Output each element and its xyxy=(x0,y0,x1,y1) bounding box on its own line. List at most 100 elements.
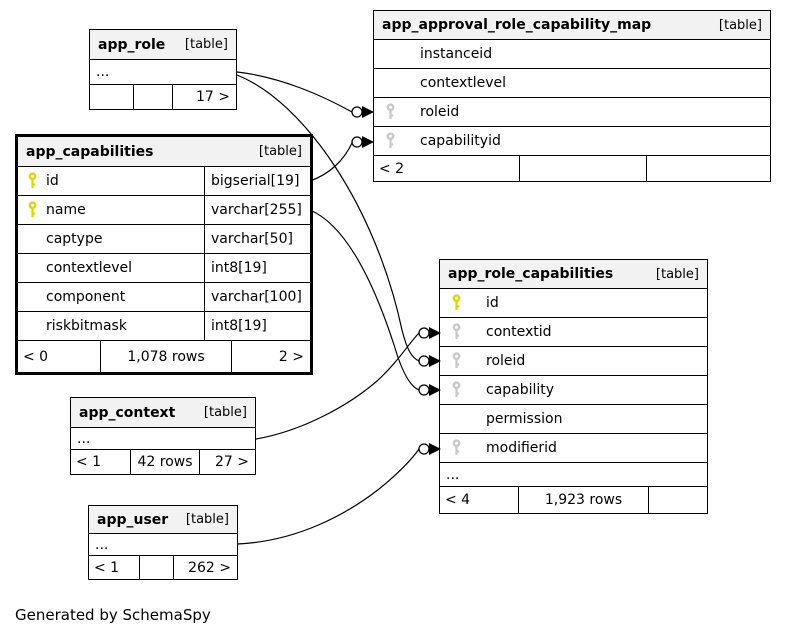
column-row[interactable]: capabilityid xyxy=(374,127,770,156)
column-row[interactable]: modifierid xyxy=(440,434,707,463)
key-icon-cell xyxy=(440,323,486,341)
table-header[interactable]: app_approval_role_capability_map [table] xyxy=(374,11,770,40)
column-row[interactable]: permission xyxy=(440,405,707,434)
footer-parents xyxy=(90,85,133,109)
column-row[interactable]: contextid xyxy=(440,318,707,347)
foreign-key-icon xyxy=(451,323,462,341)
key-icon-cell xyxy=(18,201,46,219)
footer-children: 27 > xyxy=(199,450,255,474)
column-type: varchar[50] xyxy=(204,225,310,253)
key-icon-cell xyxy=(440,294,486,312)
table-app-capabilities[interactable]: app_capabilities [table] id bigserial[19]… xyxy=(15,134,313,375)
column-row[interactable]: contextlevel xyxy=(374,69,770,98)
table-header[interactable]: app_context [table] xyxy=(71,398,255,428)
column-name: roleid xyxy=(420,104,460,120)
column-name: id xyxy=(486,295,499,311)
column-row[interactable]: roleid xyxy=(440,347,707,376)
table-name[interactable]: app_context xyxy=(79,404,176,421)
table-app-role-capabilities[interactable]: app_role_capabilities [table] id contexti… xyxy=(439,259,708,514)
table-header[interactable]: app_capabilities [table] xyxy=(18,137,310,167)
table-name[interactable]: app_role xyxy=(98,36,166,53)
column-type: bigserial[19] xyxy=(204,167,310,195)
foreign-key-icon xyxy=(385,103,396,121)
table-footer: 17 > xyxy=(90,85,236,109)
table-footer: < 1 262 > xyxy=(89,556,237,579)
table-name[interactable]: app_capabilities xyxy=(26,143,154,160)
relationship-endpoint xyxy=(418,355,441,367)
column-row[interactable]: id xyxy=(440,289,707,318)
footer-parents: < 1 xyxy=(76,454,102,470)
column-name: name xyxy=(46,202,86,218)
table-tag: [table] xyxy=(184,37,228,52)
foreign-key-icon xyxy=(385,132,396,150)
column-name: roleid xyxy=(486,353,526,369)
collapsed-columns-row[interactable]: ... xyxy=(90,60,236,85)
table-tag: [table] xyxy=(203,405,247,420)
column-name: capabilityid xyxy=(420,133,501,149)
primary-key-icon xyxy=(451,294,462,312)
key-icon-cell xyxy=(440,352,486,370)
column-type: int8[19] xyxy=(204,312,310,340)
column-type: varchar[255] xyxy=(204,196,310,224)
column-type: int8[19] xyxy=(204,254,310,282)
table-app-role[interactable]: app_role [table] ... 17 > xyxy=(89,29,237,110)
footer-children: 17 > xyxy=(172,85,236,109)
footer-children: 262 > xyxy=(173,556,237,579)
table-app-user[interactable]: app_user [table] ... < 1 262 > xyxy=(88,505,238,580)
table-name[interactable]: app_approval_role_capability_map xyxy=(382,17,652,33)
column-name: component xyxy=(46,289,126,305)
table-app-context[interactable]: app_context [table] ... < 1 42 rows 27 > xyxy=(70,397,256,475)
key-icon-cell xyxy=(374,132,420,150)
column-row[interactable]: roleid xyxy=(374,98,770,127)
column-name: riskbitmask xyxy=(46,318,127,334)
relationship-line xyxy=(309,142,353,182)
table-footer: < 4 1,923 rows xyxy=(440,487,707,513)
column-name: modifierid xyxy=(486,440,557,456)
table-footer: < 2 xyxy=(374,156,770,181)
foreign-key-icon xyxy=(451,439,462,457)
column-row[interactable]: name varchar[255] xyxy=(18,196,310,225)
key-icon-cell xyxy=(18,172,46,190)
footer-rows xyxy=(519,156,646,181)
column-name: id xyxy=(46,173,59,189)
relationship-endpoint xyxy=(351,136,374,148)
column-name: contextid xyxy=(486,324,552,340)
footer-parents: < 1 xyxy=(94,559,120,576)
generator-note: Generated by SchemaSpy xyxy=(15,606,211,624)
column-row[interactable]: capability xyxy=(440,376,707,405)
relationship-endpoint xyxy=(418,384,441,396)
column-name: capability xyxy=(486,382,555,398)
column-name: contextlevel xyxy=(420,75,507,91)
column-row[interactable]: riskbitmask int8[19] xyxy=(18,312,310,341)
table-header[interactable]: app_role_capabilities [table] xyxy=(440,260,707,289)
table-name[interactable]: app_user xyxy=(97,511,169,528)
key-icon-cell xyxy=(440,381,486,399)
relationship-line xyxy=(309,209,420,391)
relationship-endpoint xyxy=(351,106,374,118)
table-tag: [table] xyxy=(185,512,229,527)
column-row[interactable]: id bigserial[19] xyxy=(18,167,310,196)
key-icon-cell xyxy=(440,439,486,457)
collapsed-columns-row[interactable]: ... xyxy=(89,534,237,556)
footer-parents: < 4 xyxy=(445,492,471,508)
footer-parents: < 0 xyxy=(23,348,49,365)
footer-rows xyxy=(139,556,173,579)
collapsed-columns-row[interactable]: ... xyxy=(71,428,255,450)
column-name: permission xyxy=(486,411,563,427)
footer-parents: < 2 xyxy=(379,160,405,177)
footer-children xyxy=(646,156,770,181)
primary-key-icon xyxy=(27,172,38,190)
table-header[interactable]: app_role [table] xyxy=(90,30,236,60)
collapsed-columns-row[interactable]: ... xyxy=(440,463,707,487)
table-name[interactable]: app_role_capabilities xyxy=(448,266,614,282)
table-tag: [table] xyxy=(718,17,762,33)
table-app-approval-role-capability-map[interactable]: app_approval_role_capability_map [table]… xyxy=(373,10,771,182)
footer-children: 2 > xyxy=(231,341,310,372)
column-row[interactable]: instanceid xyxy=(374,40,770,69)
footer-rows xyxy=(133,85,172,109)
table-header[interactable]: app_user [table] xyxy=(89,506,237,534)
footer-children xyxy=(648,487,707,513)
